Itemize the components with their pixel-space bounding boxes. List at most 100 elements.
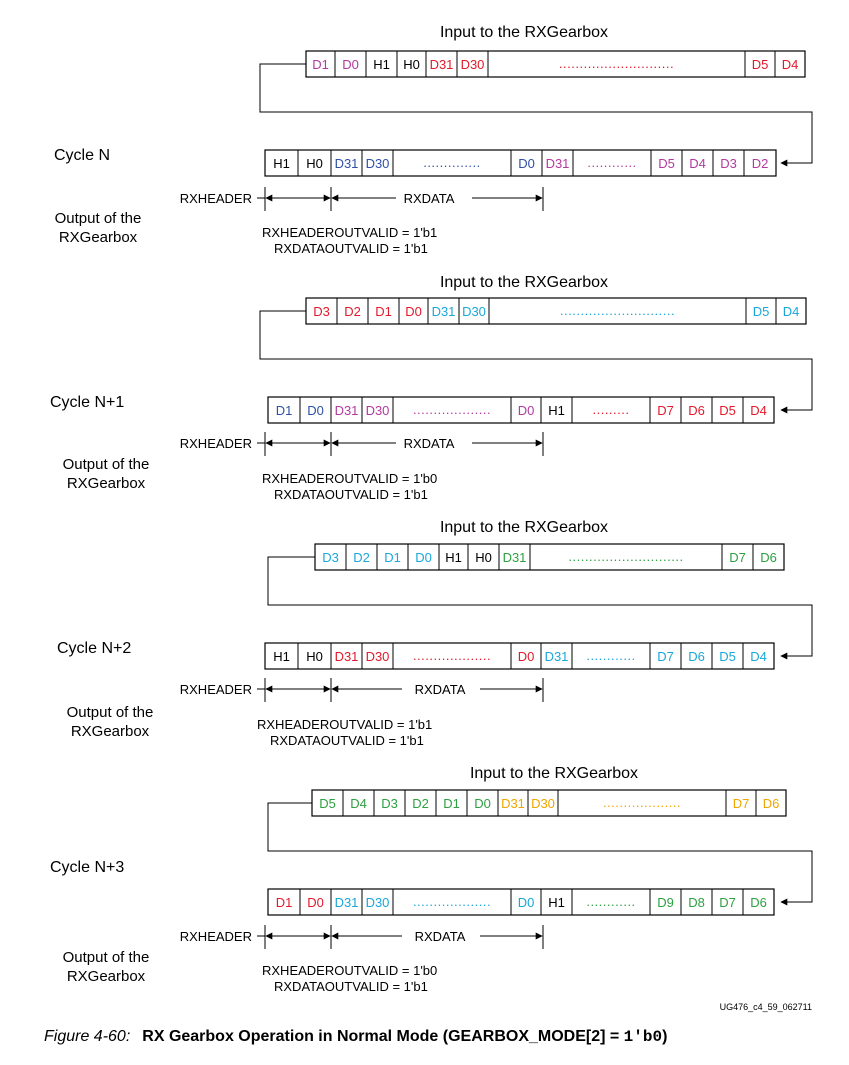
- data-cell: D1: [276, 895, 293, 910]
- feedback-path: [267, 802, 813, 906]
- ellipsis-cell: ..............: [423, 155, 481, 170]
- data-cell: D7: [657, 649, 674, 664]
- rxdata-label: RXDATA: [404, 436, 455, 451]
- data-cell: D7: [719, 895, 736, 910]
- output-label-line2: RXGearbox: [71, 723, 150, 740]
- data-cell: D30: [366, 649, 390, 664]
- rxdata-label: RXDATA: [415, 929, 466, 944]
- data-cell: D5: [719, 403, 736, 418]
- data-cell: D3: [313, 304, 330, 319]
- cycle-label: Cycle N+1: [50, 394, 124, 411]
- data-cell: D1: [375, 304, 392, 319]
- data-cell: D31: [335, 156, 359, 171]
- data-cell: D3: [322, 550, 339, 565]
- data-cell: D31: [545, 649, 569, 664]
- data-cell: H0: [306, 156, 323, 171]
- cycle-label: Cycle N+3: [50, 859, 124, 876]
- output-label-line1: Output of the: [63, 456, 150, 473]
- data-cell: D3: [381, 796, 398, 811]
- register-frame: [264, 642, 775, 670]
- ellipsis-cell: ............: [587, 155, 636, 170]
- ellipsis-cell: .........: [592, 402, 629, 417]
- ellipsis-cell: ............................: [560, 303, 675, 318]
- feedback-path: [259, 63, 813, 167]
- data-cell: D0: [518, 895, 535, 910]
- data-cell: D6: [750, 895, 767, 910]
- output-label-line2: RXGearbox: [67, 968, 146, 985]
- data-cell: D7: [657, 403, 674, 418]
- data-cell: D1: [276, 403, 293, 418]
- header-valid-status: RXHEADEROUTVALID = 1'b1: [257, 717, 432, 732]
- data-cell: D30: [462, 304, 486, 319]
- data-cell: H0: [306, 649, 323, 664]
- data-cell: D5: [658, 156, 675, 171]
- data-cell: D31: [432, 304, 456, 319]
- data-cell: D1: [312, 57, 329, 72]
- data-cell: D6: [763, 796, 780, 811]
- register-frame: [267, 396, 775, 424]
- register-frame: [264, 149, 777, 177]
- header-valid-status: RXHEADEROUTVALID = 1'b0: [262, 471, 437, 486]
- data-cell: D5: [753, 304, 770, 319]
- data-cell: D1: [443, 796, 460, 811]
- data-cell: H1: [273, 649, 290, 664]
- data-cell: H1: [548, 403, 565, 418]
- data-cell: D0: [307, 403, 324, 418]
- data-cell: D6: [688, 403, 705, 418]
- figure-id: UG476_c4_59_062711: [720, 1002, 812, 1012]
- ellipsis-cell: ...................: [413, 648, 491, 663]
- data-cell: D30: [366, 156, 390, 171]
- header-valid-status: RXHEADEROUTVALID = 1'b0: [262, 963, 437, 978]
- ellipsis-cell: ............................: [568, 549, 683, 564]
- data-cell: D0: [518, 403, 535, 418]
- data-cell: D0: [518, 156, 535, 171]
- cycle-label: Cycle N+2: [57, 640, 131, 657]
- data-cell: D31: [335, 403, 359, 418]
- data-cell: D0: [415, 550, 432, 565]
- caption-close: ): [662, 1028, 667, 1045]
- rxdata-label: RXDATA: [404, 191, 455, 206]
- data-cell: D0: [307, 895, 324, 910]
- feedback-path: [267, 556, 813, 660]
- rxdata-label: RXDATA: [415, 682, 466, 697]
- caption-number: Figure 4-60:: [44, 1028, 130, 1045]
- cycle-label: Cycle N: [54, 147, 110, 164]
- data-valid-status: RXDATAOUTVALID = 1'b1: [274, 241, 428, 256]
- data-cell: D0: [518, 649, 535, 664]
- data-cell: D0: [474, 796, 491, 811]
- rxheader-label: RXHEADER: [180, 436, 252, 451]
- data-cell: D1: [384, 550, 401, 565]
- ellipsis-cell: ...................: [413, 894, 491, 909]
- input-heading: Input to the RXGearbox: [440, 24, 608, 41]
- data-cell: D31: [335, 649, 359, 664]
- data-cell: D8: [688, 895, 705, 910]
- data-cell: D4: [750, 403, 767, 418]
- caption-code: 1'b0: [624, 1028, 662, 1046]
- ellipsis-cell: ...................: [413, 402, 491, 417]
- data-cell: D2: [412, 796, 429, 811]
- data-cell: D2: [344, 304, 361, 319]
- data-cell: D4: [750, 649, 767, 664]
- data-cell: D5: [752, 57, 769, 72]
- caption-title: RX Gearbox Operation in Normal Mode (GEA…: [142, 1028, 623, 1045]
- register-frame: [267, 888, 775, 916]
- data-cell: D31: [503, 550, 527, 565]
- data-cell: H1: [445, 550, 462, 565]
- output-label-line2: RXGearbox: [67, 475, 146, 492]
- data-cell: D30: [531, 796, 555, 811]
- header-valid-status: RXHEADEROUTVALID = 1'b1: [262, 225, 437, 240]
- ellipsis-cell: ............................: [559, 56, 674, 71]
- rxheader-label: RXHEADER: [180, 191, 252, 206]
- data-cell: D5: [719, 649, 736, 664]
- data-cell: H1: [548, 895, 565, 910]
- data-cell: D4: [350, 796, 367, 811]
